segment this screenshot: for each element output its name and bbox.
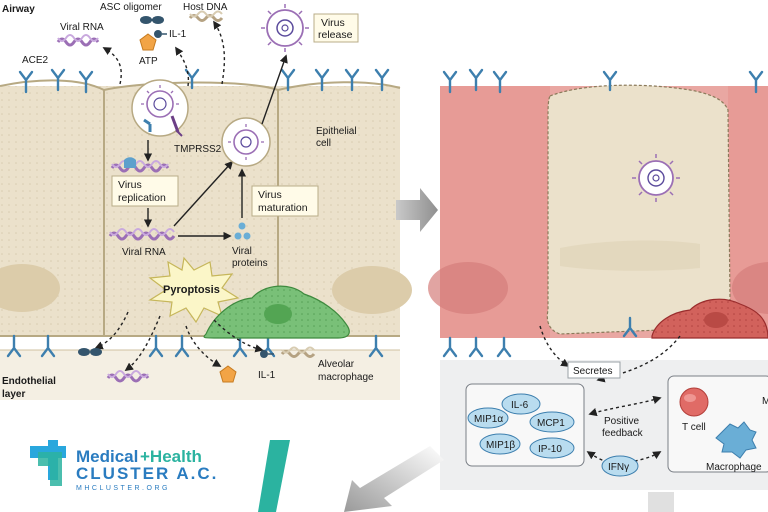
virus-release-box	[313, 13, 359, 43]
virus-replication-label-1: Virus	[118, 179, 142, 191]
il1-bottom-icon	[260, 350, 274, 358]
endothelial-label-1: Endothelial	[2, 376, 56, 387]
atp-icon	[139, 33, 157, 51]
epithelial-label-1: Epithelial	[316, 126, 357, 137]
viral-proteins-label-1: Viral	[232, 246, 252, 257]
t-cell-label: T cell	[682, 422, 706, 433]
inflamed-nucleus	[732, 262, 768, 314]
alveolar-label-1: Alveolar	[318, 359, 355, 370]
svg-text:IP-10: IP-10	[538, 444, 562, 455]
asc-bottom-icon	[78, 348, 102, 356]
cytokine-mcp1: MCP1	[529, 411, 575, 433]
svg-text:Medical: Medical	[76, 447, 138, 466]
viral-rna-strand-icon	[56, 34, 100, 47]
atp-bottom-icon	[219, 365, 237, 383]
epithelial-label-2: cell	[316, 138, 331, 149]
svg-text:MCP1: MCP1	[537, 418, 565, 429]
asc-oligomer-label: ASC oligomer	[100, 2, 162, 13]
viral-proteins-icon	[234, 222, 251, 240]
nucleus	[332, 266, 412, 314]
cytokine-mip1a: MIP1α	[467, 407, 509, 429]
svg-text:MIP1α: MIP1α	[474, 414, 503, 425]
left-panel: Airway ASC oligomer Host DNA Viral RNA A…	[0, 2, 412, 400]
bottom-gray-bar	[648, 492, 674, 512]
cytokine-il6: IL-6	[501, 393, 541, 415]
virus-replication-label-2: replication	[118, 192, 166, 204]
asc-oligomer-icon	[140, 16, 164, 24]
cell-border-mid	[103, 81, 279, 336]
viral-rna-mid-label: Viral RNA	[122, 247, 166, 258]
svg-text:MIP1β: MIP1β	[486, 440, 515, 451]
basal-receptors	[6, 334, 384, 358]
il1-icon	[154, 30, 167, 38]
virus-maturation-box	[251, 185, 319, 217]
il1-top-label: IL-1	[169, 29, 187, 40]
dying-epithelial-cell	[546, 84, 731, 335]
cytokine-mip1b: MIP1β	[479, 433, 521, 455]
host-dna-icon	[188, 10, 224, 22]
pyroptosis-burst	[148, 256, 240, 324]
cytokine-ip10: IP-10	[529, 437, 575, 459]
svg-text:MHCLUSTER.ORG: MHCLUSTER.ORG	[76, 485, 170, 492]
airway-label: Airway	[2, 4, 35, 15]
t-cell-icon	[679, 387, 709, 417]
viral-proteins-label-2: proteins	[232, 258, 268, 269]
il1-bottom-label: IL-1	[258, 370, 276, 381]
host-dna-bottom-icon	[280, 346, 316, 358]
inflamed-basal-receptors	[442, 316, 638, 358]
pyroptosis-release-arrows	[94, 311, 264, 371]
alveolar-label-2: macrophage	[318, 372, 374, 383]
m-label: M	[762, 396, 768, 407]
release-arrows	[102, 20, 226, 87]
viral-rna-mid-icon	[108, 228, 176, 241]
positive-feedback-label-2: feedback	[602, 428, 644, 439]
secretes-box	[567, 361, 621, 379]
viral-rna-top-label: Viral RNA	[60, 22, 104, 33]
virus-maturation-label-1: Virus	[258, 189, 282, 201]
viral-rna-bottom-icon	[106, 370, 150, 383]
macrophage-label: Macrophage	[706, 462, 762, 473]
svg-text:CLUSTER A.C.: CLUSTER A.C.	[76, 464, 218, 483]
svg-text:IL-6: IL-6	[511, 400, 529, 411]
uncoated-rna-icon	[110, 157, 170, 173]
cell-border-right	[277, 81, 401, 91]
positive-feedback-label-1: Positive	[604, 416, 639, 427]
host-dna-label: Host DNA	[183, 2, 228, 13]
right-panel: Secretes IL-6 MIP1α MCP1 MIP1β IP-10 Pos…	[428, 68, 768, 490]
macrophage-icon	[715, 421, 757, 459]
inflamed-nucleus	[428, 262, 508, 314]
svg-text:IFNγ: IFNγ	[608, 462, 629, 473]
tmprss2-label: TMPRSS2	[174, 144, 222, 155]
pyroptosis-label: Pyroptosis	[163, 284, 220, 296]
transition-arrow-icon	[396, 188, 438, 232]
svg-text:+Health: +Health	[140, 447, 202, 466]
virus-replication-box	[111, 175, 179, 207]
entry-endosome	[131, 79, 189, 137]
ace2-label: ACE2	[22, 55, 49, 66]
intracellular-virion-icon	[632, 154, 680, 202]
teal-stripe	[258, 440, 290, 512]
inflamed-receptors	[442, 68, 764, 94]
maturation-vesicle	[221, 117, 271, 167]
virus-release-label-2: release	[318, 29, 353, 41]
virus-release-virion-icon	[261, 4, 309, 52]
secretes-label: Secretes	[573, 366, 612, 377]
macrophage-nucleus	[264, 304, 292, 324]
cell-border-left	[0, 79, 105, 336]
virus-release-label-1: Virus	[321, 17, 345, 29]
virus-maturation-label-2: maturation	[258, 202, 308, 214]
diagonal-arrow-icon	[344, 446, 444, 512]
atp-top-label: ATP	[139, 56, 158, 67]
endothelial-band	[0, 350, 400, 400]
medical-health-cluster-logo: Medical +Health CLUSTER A.C. MHCLUSTER.O…	[30, 440, 218, 492]
endothelial-label-2: layer	[2, 389, 25, 400]
cytokine-ifng: IFNγ	[601, 455, 639, 477]
nucleus	[0, 264, 60, 312]
